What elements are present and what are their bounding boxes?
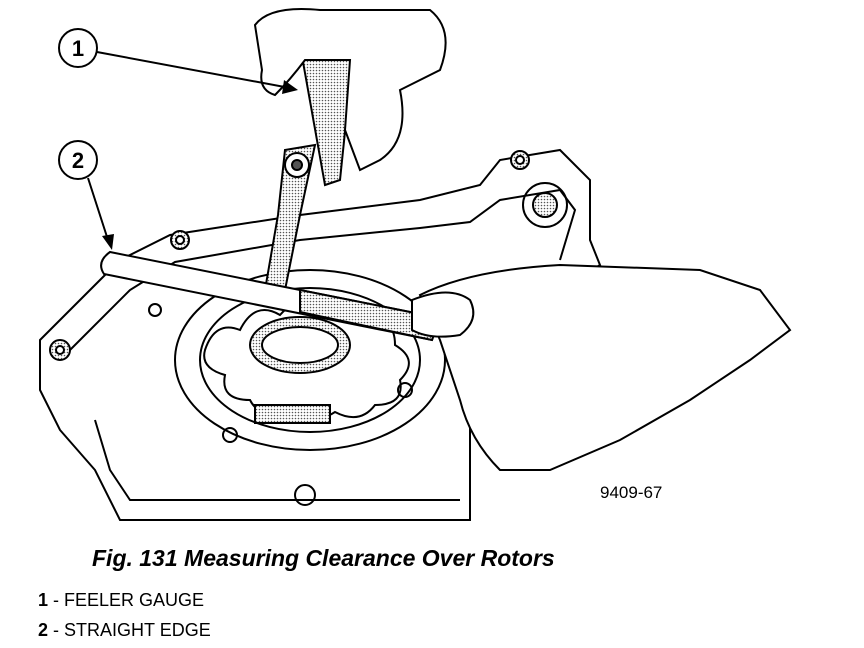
legend-text: - STRAIGHT EDGE bbox=[48, 620, 211, 640]
callout-1: 1 bbox=[58, 28, 298, 94]
legend-number: 2 bbox=[38, 620, 49, 640]
legend-number: 1 bbox=[38, 590, 49, 610]
technical-illustration: 1 2 9409-67 bbox=[39, 8, 792, 521]
hands bbox=[253, 8, 792, 471]
callout-2: 2 bbox=[58, 140, 114, 250]
figure-caption: Fig. 131 Measuring Clearance Over Rotors bbox=[92, 545, 555, 571]
callout-1-label: 1 bbox=[72, 36, 84, 61]
figure-code: 9409-67 bbox=[600, 483, 662, 502]
straight-edge bbox=[100, 250, 442, 342]
legend-item-feeler-gauge: 1 - FEELER GAUGE bbox=[38, 590, 204, 611]
legend-item-straight-edge: 2 - STRAIGHT EDGE bbox=[38, 620, 211, 641]
callout-2-label: 2 bbox=[72, 148, 84, 173]
legend-text: - FEELER GAUGE bbox=[48, 590, 205, 610]
rotor-assembly bbox=[148, 269, 446, 506]
